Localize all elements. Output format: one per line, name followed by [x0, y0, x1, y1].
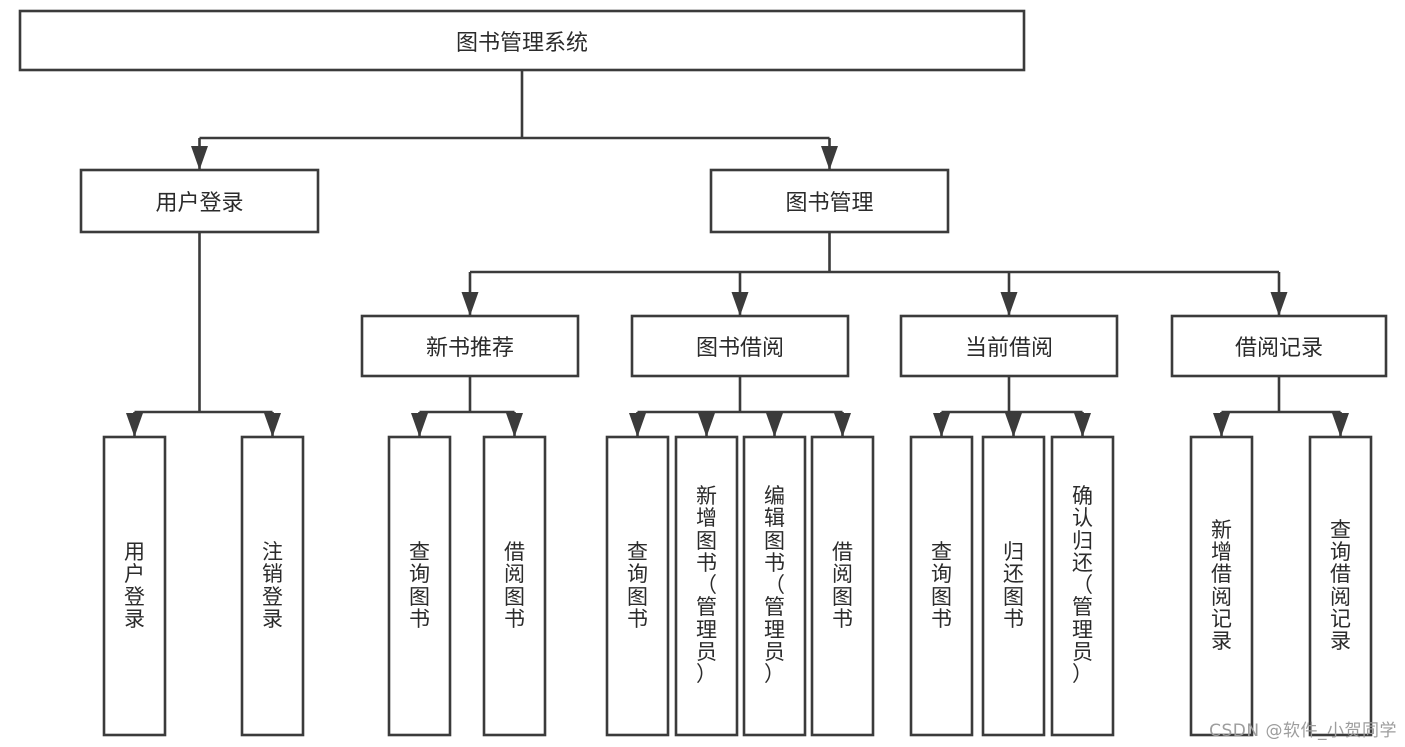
node-box-leaf-logout[interactable]	[240, 435, 305, 737]
arrow-head-icon-book-borrow	[731, 292, 749, 316]
node-box-leaf-query-book-3[interactable]	[909, 435, 974, 737]
arrow-head-icon-leaf-return-book	[1005, 413, 1022, 437]
arrow-head-icon-current-borrow	[1000, 292, 1018, 316]
node-box-root[interactable]	[18, 9, 1026, 72]
node-box-leaf-query-borrow-record[interactable]	[1308, 435, 1373, 737]
arrow-head-icon-new-book-recommend	[461, 292, 479, 316]
node-box-book-borrow[interactable]	[630, 314, 850, 378]
arrow-head-icon-leaf-logout	[264, 413, 281, 437]
node-box-leaf-add-book[interactable]	[674, 435, 739, 737]
node-box-leaf-edit-book[interactable]	[742, 435, 807, 737]
node-box-user-login[interactable]	[79, 168, 320, 234]
node-box-leaf-add-borrow-record[interactable]	[1189, 435, 1254, 737]
node-box-leaf-query-book-1[interactable]	[387, 435, 452, 737]
arrow-head-icon-leaf-query-borrow-record	[1332, 413, 1349, 437]
node-box-leaf-confirm-return[interactable]	[1050, 435, 1115, 737]
arrow-head-icon-leaf-add-book	[698, 413, 715, 437]
arrow-head-icon-leaf-user-login	[126, 413, 143, 437]
connector-layer	[126, 70, 1349, 437]
node-box-leaf-user-login[interactable]	[102, 435, 167, 737]
arrow-head-icon-leaf-query-book-1	[411, 413, 428, 437]
arrow-head-icon-book-manage	[821, 146, 838, 170]
arrow-head-icon-leaf-borrow-book-2	[834, 413, 851, 437]
arrow-head-icon-borrow-record	[1270, 292, 1288, 316]
node-box-layer	[18, 9, 1388, 737]
arrow-head-icon-leaf-add-borrow-record	[1213, 413, 1230, 437]
node-box-book-manage[interactable]	[709, 168, 950, 234]
node-box-borrow-record[interactable]	[1170, 314, 1388, 378]
node-box-leaf-borrow-book-2[interactable]	[810, 435, 875, 737]
node-box-leaf-borrow-book-1[interactable]	[482, 435, 547, 737]
arrow-head-icon-leaf-query-book-3	[933, 413, 950, 437]
arrow-head-icon-leaf-borrow-book-1	[506, 413, 523, 437]
node-box-new-book-recommend[interactable]	[360, 314, 580, 378]
arrow-head-icon-leaf-query-book-2	[629, 413, 646, 437]
node-box-leaf-return-book[interactable]	[981, 435, 1046, 737]
arrow-head-icon-leaf-confirm-return	[1074, 413, 1091, 437]
arrow-head-icon-leaf-edit-book	[766, 413, 783, 437]
node-box-leaf-query-book-2[interactable]	[605, 435, 670, 737]
node-box-current-borrow[interactable]	[899, 314, 1119, 378]
arrow-head-icon-user-login	[191, 146, 208, 170]
